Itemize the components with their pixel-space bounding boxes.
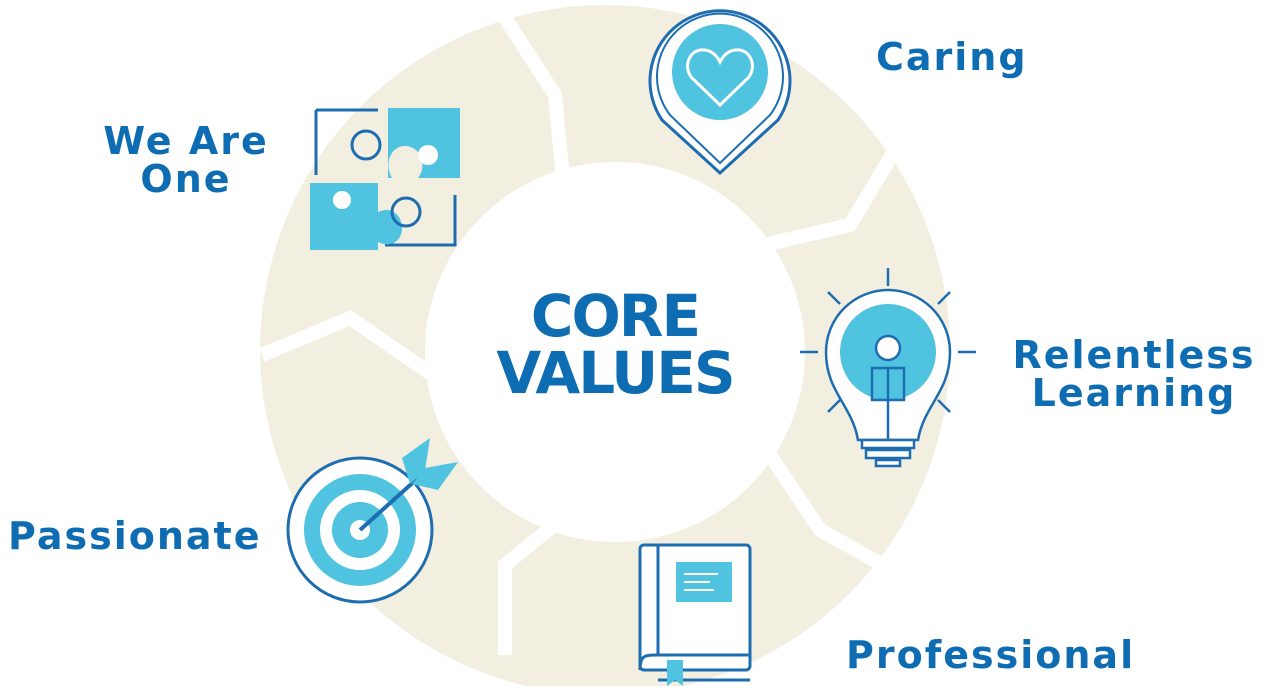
label-passionate: Passionate — [8, 517, 261, 555]
label-we-are-one-line2: One — [140, 157, 232, 201]
book-icon — [638, 543, 752, 686]
label-we-are-one: We Are One — [100, 122, 272, 198]
label-relentless-line1: Relentless — [1012, 333, 1256, 377]
heart-pin-icon — [648, 9, 792, 176]
title-line-1: CORE — [530, 282, 701, 350]
target-icon — [286, 438, 458, 604]
label-caring: Caring — [876, 38, 1028, 76]
lightbulb-icon — [800, 268, 976, 468]
puzzle-icon — [310, 108, 460, 250]
label-professional-text: Professional — [846, 633, 1136, 677]
center-circle — [425, 162, 805, 542]
title-line-2: VALUES — [496, 338, 735, 407]
label-we-are-one-line1: We Are — [103, 119, 269, 163]
label-passionate-text: Passionate — [8, 514, 262, 558]
label-professional: Professional — [846, 636, 1135, 674]
ring-dividers — [259, 14, 914, 655]
label-relentless-learning: Relentless Learning — [1012, 336, 1256, 412]
label-relentless-line2: Learning — [1031, 371, 1237, 415]
label-caring-text: Caring — [876, 35, 1028, 79]
core-values-title: CORE VALUES — [430, 282, 800, 407]
